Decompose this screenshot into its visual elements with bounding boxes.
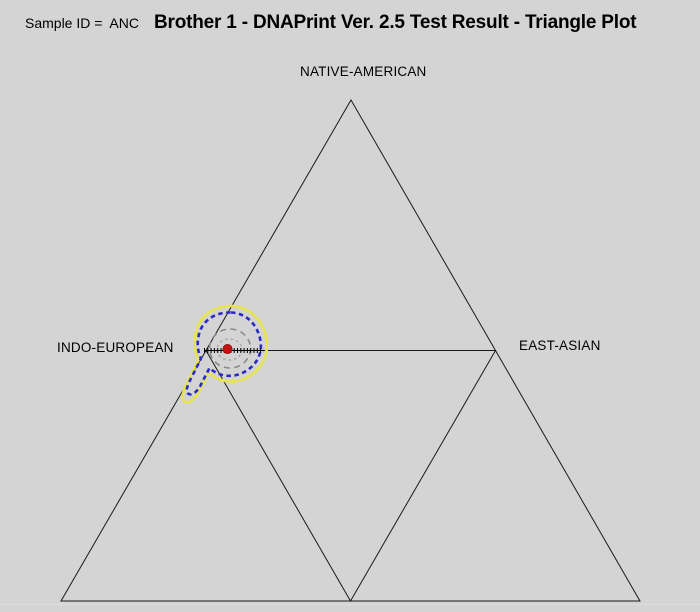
- page-title: Brother 1 - DNAPrint Ver. 2.5 Test Resul…: [154, 12, 637, 33]
- vertex-label-native-american: NATIVE-AMERICAN: [300, 64, 427, 79]
- confidence-contour-gray-inner: [216, 338, 243, 361]
- confidence-contour-blue: [185, 311, 263, 396]
- data-point: [222, 343, 233, 354]
- confidence-contour-yellow: [181, 304, 269, 404]
- vertex-label-indo-european: INDO-EUROPEAN: [57, 340, 174, 355]
- sample-id-label: Sample ID = ANC: [25, 15, 139, 31]
- vertex-label-east-asian: EAST-ASIAN: [519, 338, 601, 353]
- medial-triangle-outline: [205, 350, 497, 602]
